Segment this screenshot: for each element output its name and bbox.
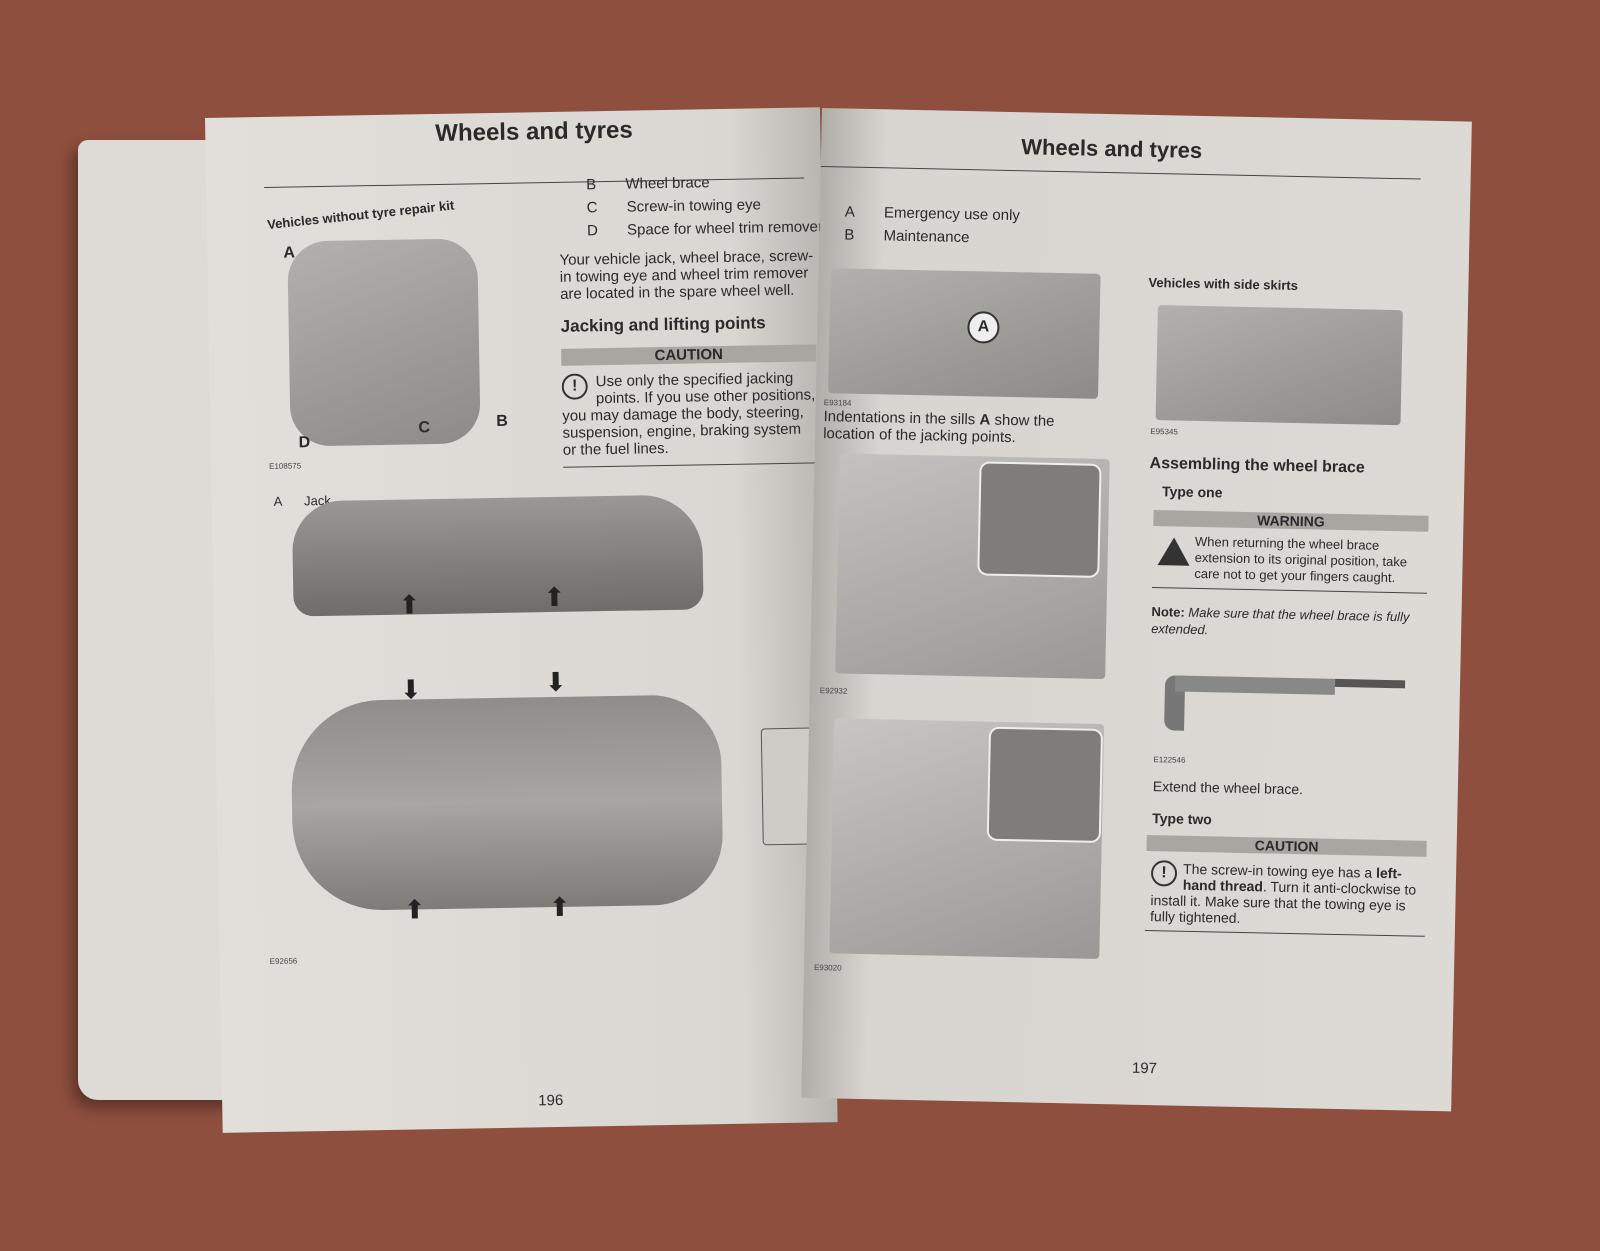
caution-icon: ! [1150,860,1178,887]
side-skirts-heading: Vehicles with side skirts [1148,274,1299,294]
caution-text: !The screw-in towing eye has a left-hand… [1149,860,1417,926]
warning-icon [1157,537,1191,566]
jack-point-arrow-icon: ⬆ [543,581,566,613]
subheading: Vehicles without tyre repair kit [266,197,455,233]
label-b: B [496,412,509,430]
wheel-brace-figure [1164,670,1406,735]
spare-wheel-well-figure [287,238,481,447]
trolley-jack-detail [986,726,1104,843]
type-one-heading: Type one [1161,483,1223,501]
car-underside-figure [290,694,724,912]
warning-band: WARNING [1153,510,1429,532]
brace-heading: Assembling the wheel brace [1149,454,1365,477]
jack-point-arrow-icon: ⬆ [398,589,421,620]
warning-text: When returning the wheel brace extension… [1194,533,1408,586]
sill-text: Indentations in the sills A show the loc… [823,408,1055,447]
label-c: C [418,419,431,437]
label-a: A [283,244,296,262]
side-skirt-figure [1155,305,1403,426]
page-number: 196 [538,1091,564,1110]
sill-figure [828,268,1101,399]
caution-band: CAUTION [561,344,817,366]
page-title: Wheels and tyres [435,116,633,147]
extend-text: Extend the wheel brace. [1152,778,1304,798]
figure-code: E108575 [269,461,302,471]
car-side-figure [291,494,704,617]
figure-code: E95345 [1150,426,1178,437]
left-page: Wheels and tyres Vehicles without tyre r… [205,107,838,1133]
legend-list: A Emergency use only B Maintenance [844,203,1021,247]
figure-code: E93184 [823,398,852,408]
note: Note: Make sure that the wheel brace is … [1151,604,1410,638]
scissor-jack-detail [977,461,1102,578]
figure-code: E92656 [269,956,298,966]
right-page: Wheels and tyres A Emergency use only B … [801,108,1472,1112]
jack-point-arrow-icon: ⬆ [403,894,426,925]
figure-code: E92932 [819,686,848,696]
jack-point-arrow-icon: ⬆ [548,891,571,923]
caution-band: CAUTION [1146,834,1427,857]
type-two-heading: Type two [1152,810,1212,828]
page-number: 197 [1131,1059,1158,1078]
label-d: D [298,434,311,452]
caution-text: !Use only the specified jacking points. … [561,369,816,459]
caution-icon: ! [561,373,588,400]
figure-code: E122546 [1153,755,1186,765]
page-title: Wheels and tyres [1020,134,1203,163]
legend-list: B Wheel brace C Screw-in towing eye D Sp… [586,174,823,240]
intro-paragraph: Your vehicle jack, wheel brace, screw-in… [559,247,814,303]
jack-point-arrow-icon: ⬇ [544,666,567,698]
section-heading: Jacking and lifting points [560,313,766,336]
figure-code: E93020 [813,963,842,973]
